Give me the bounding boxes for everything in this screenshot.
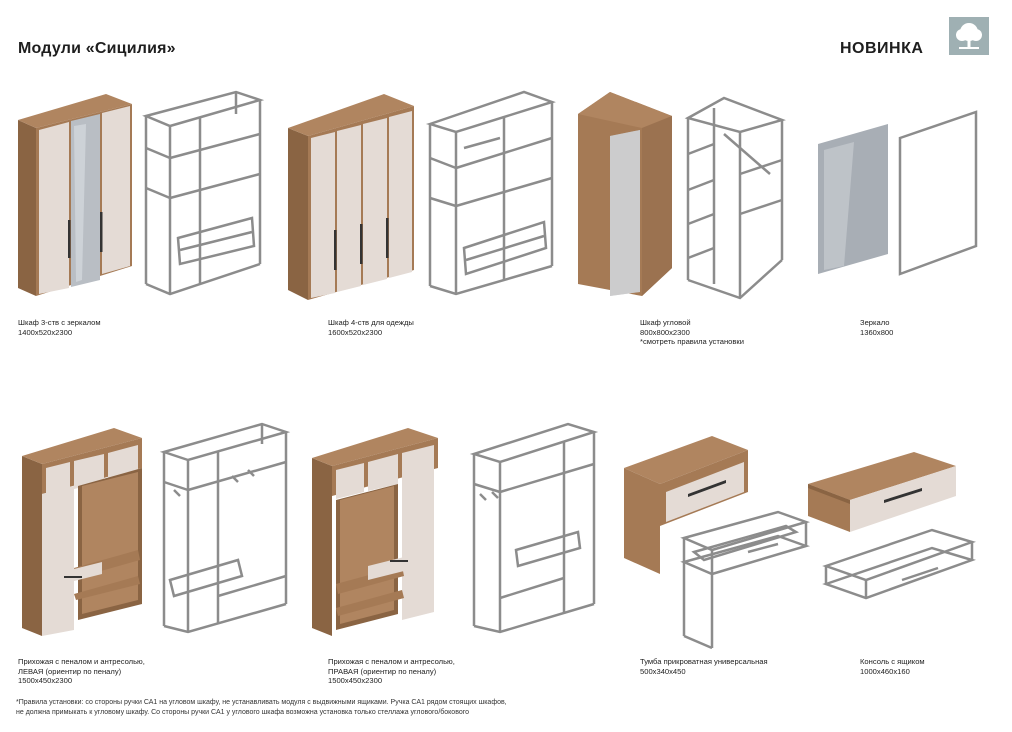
module-caption: Прихожая с пеналом и антресолью, ПРАВАЯ …: [328, 657, 455, 686]
module-name-line2: ПРАВАЯ (ориентир по пеналу): [328, 666, 437, 676]
module-name: Шкаф угловой: [640, 318, 691, 327]
module-name: Шкаф 3-ств с зеркалом: [18, 318, 101, 327]
new-badge: НОВИНКА: [840, 40, 924, 57]
corner-wardrobe-render: [578, 92, 672, 296]
mirror-render: [818, 124, 888, 274]
module-caption: Прихожая с пеналом и антресолью, ЛЕВАЯ (…: [18, 657, 145, 686]
module-name: Прихожая с пеналом и антресолью,: [18, 657, 145, 666]
hallway-left-render: [22, 428, 142, 636]
module-caption: Шкаф 4-ств для одежды 1600х520х2300: [328, 318, 414, 337]
hallway-right-frame: [469, 422, 599, 634]
mirror-frame: [898, 110, 978, 276]
module-size: 1600х520х2300: [328, 327, 383, 337]
module-size: 1360х800: [860, 327, 894, 337]
module-caption: Тумба прикроватная универсальная 500х340…: [640, 657, 768, 676]
module-size: 1000х460х160: [860, 666, 910, 676]
footnote-line: *Правила установки: со стороны ручки СА1…: [16, 699, 507, 706]
installation-footnote: *Правила установки: со стороны ручки СА1…: [16, 698, 507, 718]
module-caption: Шкаф 3-ств с зеркалом 1400х520х2300: [18, 318, 101, 337]
console-render: [808, 452, 956, 532]
module-caption: Зеркало 1360х800: [860, 318, 893, 337]
bedside-table-render: [624, 436, 748, 574]
module-name: Шкаф 4-ств для одежды: [328, 318, 414, 327]
page-title: Модули «Сицилия»: [18, 40, 176, 57]
bedside-table-frame: [680, 510, 811, 650]
module-caption: Консоль с ящиком 1000х460х160: [860, 657, 925, 676]
module-size: 1500х450х2300: [328, 676, 383, 686]
wardrobe-3-door-render: [18, 94, 132, 296]
hallway-right-render: [312, 428, 438, 636]
module-size: 800х800х2300: [640, 327, 690, 337]
console-frame: [822, 528, 976, 600]
wardrobe-4-door-render: [288, 94, 414, 300]
module-name-line2: ЛЕВАЯ (ориентир по пеналу): [18, 666, 122, 676]
wardrobe-3-door-frame: [142, 90, 265, 296]
module-name: Прихожая с пеналом и антресолью,: [328, 657, 455, 666]
tree-logo-icon: [949, 17, 989, 55]
footnote-line: не должна примыкать к угловому шкафу. Со…: [16, 709, 470, 716]
corner-wardrobe-frame: [684, 96, 786, 300]
module-size: 1500х450х2300: [18, 676, 73, 686]
module-size: 1400х520х2300: [18, 327, 73, 337]
wardrobe-4-door-frame: [425, 90, 556, 296]
module-caption: Шкаф угловой 800х800х2300 *смотреть прав…: [640, 318, 744, 347]
module-name: Тумба прикроватная универсальная: [640, 657, 768, 666]
module-note: *смотреть правила установки: [640, 337, 744, 347]
module-name: Зеркало: [860, 318, 890, 327]
hallway-left-frame: [159, 422, 291, 634]
module-size: 500х340х450: [640, 666, 686, 676]
module-name: Консоль с ящиком: [860, 657, 925, 666]
